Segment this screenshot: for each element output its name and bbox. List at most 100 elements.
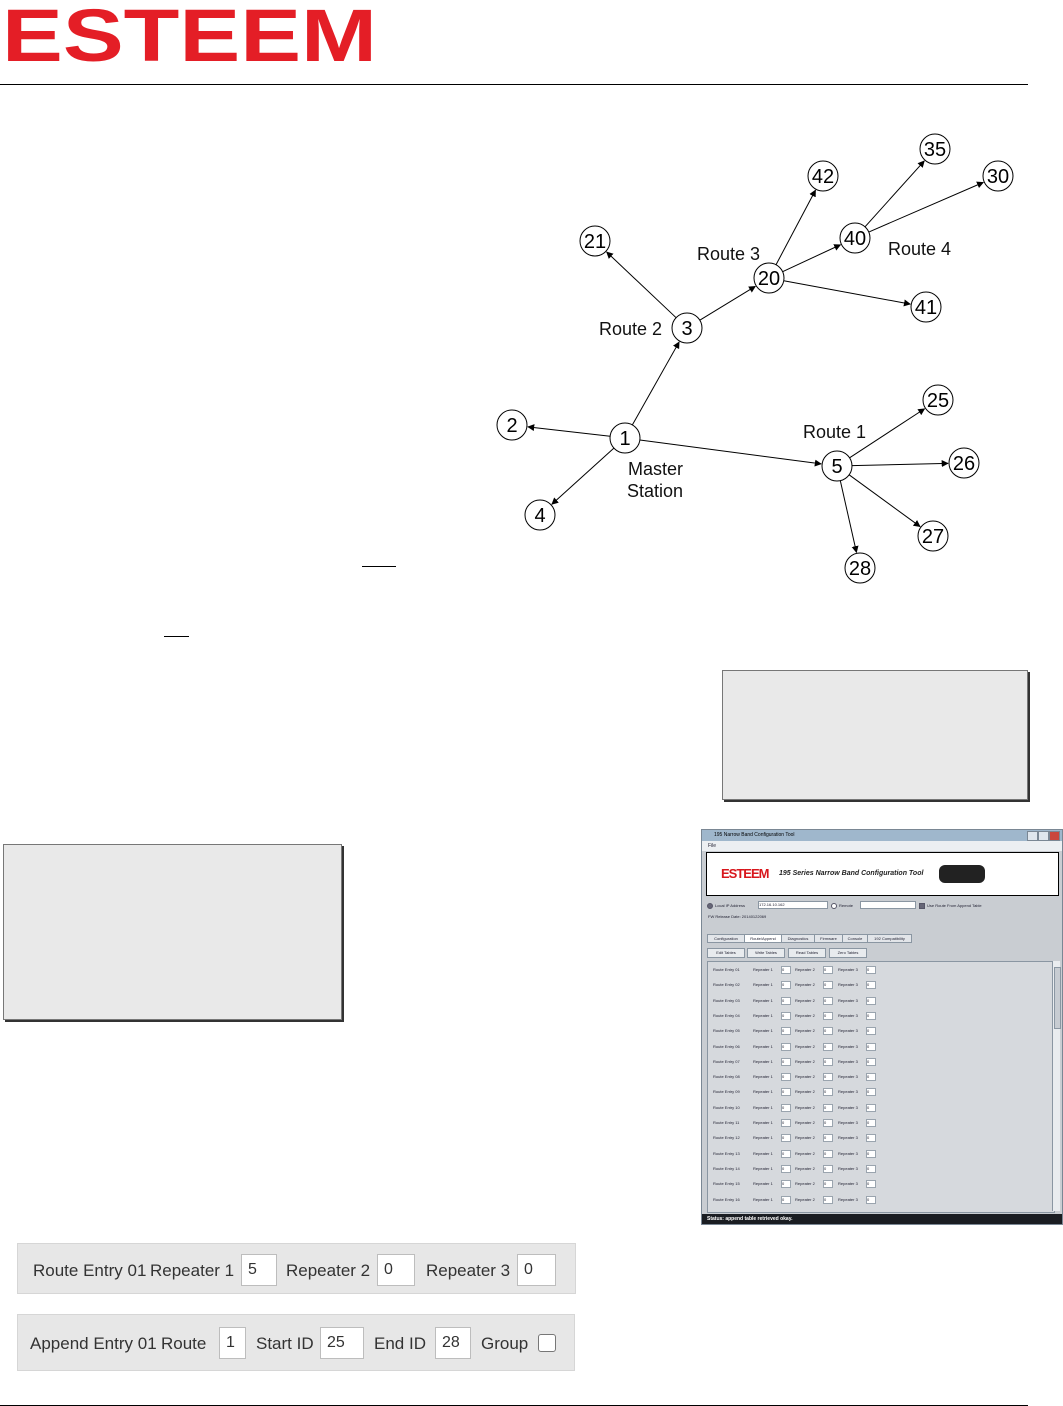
group-checkbox[interactable] [538,1334,556,1352]
node-label: 42 [812,166,834,188]
repeater1-cell[interactable]: 0 [781,1073,791,1082]
repeater2-cell[interactable]: 0 [823,1027,833,1036]
repeater1-label: Repeater 1 [753,1135,773,1141]
repeater2-field[interactable]: 0 [377,1254,415,1286]
repeater1-cell[interactable]: 0 [781,1149,791,1158]
repeater1-cell[interactable]: 0 [781,1088,791,1097]
diagram-labels: Route 1 Route 2 Route 3 Route 4 Master S… [599,239,951,501]
repeater2-cell[interactable]: 0 [823,1180,833,1189]
route2-label: Route 2 [599,319,662,339]
repeater2-label: Repeater 2 [795,982,815,988]
repeater3-cell[interactable]: 0 [866,996,876,1005]
repeater3-cell[interactable]: 0 [866,1057,876,1066]
repeater3-cell[interactable]: 0 [866,1119,876,1127]
menu-file[interactable]: File [708,843,717,849]
repeater2-label: Repeater 2 [795,1181,815,1187]
repeater1-cell[interactable]: 0 [781,1057,791,1066]
repeater3-cell[interactable]: 0 [866,1149,876,1158]
master-station-label-2: Station [627,481,683,501]
row-entry-label: Route Entry 07 [713,1058,740,1064]
remote-input[interactable] [860,901,916,909]
repeater1-cell[interactable]: 0 [781,1164,791,1173]
repeater2-cell[interactable]: 0 [823,1119,833,1127]
node-circle [609,422,641,454]
node-20: 20 [753,262,785,294]
repeater1-cell[interactable]: 0 [781,1134,791,1143]
repeater3-field[interactable]: 0 [517,1254,556,1286]
repeater2-label: Repeater 2 [795,1104,815,1110]
local-ip-input[interactable]: 172.16.10.162 [758,901,828,909]
repeater2-cell[interactable]: 0 [823,981,833,990]
start-id-field[interactable]: 25 [320,1327,364,1359]
node-circle [524,499,556,531]
repeater2-label: Repeater 2 [795,1074,815,1080]
repeater3-cell[interactable]: 0 [866,981,876,990]
route-field[interactable]: 1 [219,1327,246,1359]
repeater3-cell[interactable]: 0 [866,1103,876,1112]
append-entry-strip: Append Entry 01 Route 1 Start ID 25 End … [17,1314,575,1371]
repeater2-cell[interactable]: 0 [823,1088,833,1097]
repeater1-cell[interactable]: 0 [781,1011,791,1020]
repeater2-cell[interactable]: 0 [823,966,833,974]
repeater1-cell[interactable]: 0 [781,1119,791,1127]
tab-route-append[interactable]: Route/Append [744,934,782,943]
tab-192-compatibility[interactable]: 192 Compatibility [867,934,912,943]
repeater3-label: Repeater 3 [838,1104,858,1110]
repeater1-cell[interactable]: 0 [781,1195,791,1204]
repeater3-cell[interactable]: 0 [866,1164,876,1173]
repeater3-cell[interactable]: 0 [866,1134,876,1143]
local-ip-radio[interactable] [707,903,713,909]
repeater1-cell[interactable]: 0 [781,1042,791,1051]
repeater3-cell[interactable]: 0 [866,966,876,974]
tab-configuration[interactable]: Configuration [707,934,745,943]
repeater2-label: Repeater 2 [286,1261,371,1280]
repeater2-cell[interactable]: 0 [823,1164,833,1173]
tab-diagnostics[interactable]: Diagnostics [781,934,815,943]
repeater2-cell[interactable]: 0 [823,1057,833,1066]
repeater2-cell[interactable]: 0 [823,1134,833,1143]
repeater3-cell[interactable]: 0 [866,1042,876,1051]
repeater1-cell[interactable]: 0 [781,981,791,990]
repeater1-field[interactable]: 5 [241,1254,277,1286]
repeater2-cell[interactable]: 0 [823,1149,833,1158]
read-tables-button[interactable]: Read Tables [788,948,826,958]
repeater1-cell[interactable]: 0 [781,966,791,974]
repeater1-cell[interactable]: 0 [781,1103,791,1112]
edge-20-41 [783,280,911,307]
repeater2-cell[interactable]: 0 [823,996,833,1005]
repeater1-cell[interactable]: 0 [781,996,791,1005]
table-scrollbar[interactable] [1052,961,1061,1211]
edit-tables-button[interactable]: Edit Tables [707,948,745,958]
tab-firmware[interactable]: Firmware [814,934,843,943]
use-route-checkbox[interactable] [919,903,925,909]
repeater1-cell[interactable]: 0 [781,1027,791,1036]
maximize-button[interactable] [1038,831,1049,841]
repeater3-cell[interactable]: 0 [866,1195,876,1204]
end-id-field[interactable]: 28 [435,1327,471,1359]
repeater2-cell[interactable]: 0 [823,1195,833,1204]
zero-tables-button[interactable]: Zero Tables [829,948,867,958]
write-tables-button[interactable]: Write Tables [747,948,785,958]
repeater3-label: Repeater 3 [838,1135,858,1141]
repeater3-cell[interactable]: 0 [866,1027,876,1036]
scrollbar-thumb[interactable] [1054,967,1061,1029]
repeater2-cell[interactable]: 0 [823,1073,833,1082]
repeater1-cell[interactable]: 0 [781,1180,791,1189]
repeater3-cell[interactable]: 0 [866,1088,876,1097]
tool-titlebar: 195 Narrow Band Configuration Tool [702,830,1062,841]
close-button[interactable] [1049,831,1060,841]
minimize-button[interactable] [1027,831,1038,841]
header-rule [0,84,1028,85]
repeater2-cell[interactable]: 0 [823,1103,833,1112]
underline-mark [362,566,396,567]
repeater3-cell[interactable]: 0 [866,1180,876,1189]
tab-console[interactable]: Console [842,934,868,943]
remote-radio[interactable] [831,903,837,909]
repeater2-cell[interactable]: 0 [823,1011,833,1020]
node-circle [579,225,611,257]
row-entry-label: Route Entry 04 [713,1012,740,1018]
repeater3-cell[interactable]: 0 [866,1073,876,1082]
repeater1-label: Repeater 1 [753,1074,773,1080]
repeater3-cell[interactable]: 0 [866,1011,876,1020]
repeater2-cell[interactable]: 0 [823,1042,833,1051]
